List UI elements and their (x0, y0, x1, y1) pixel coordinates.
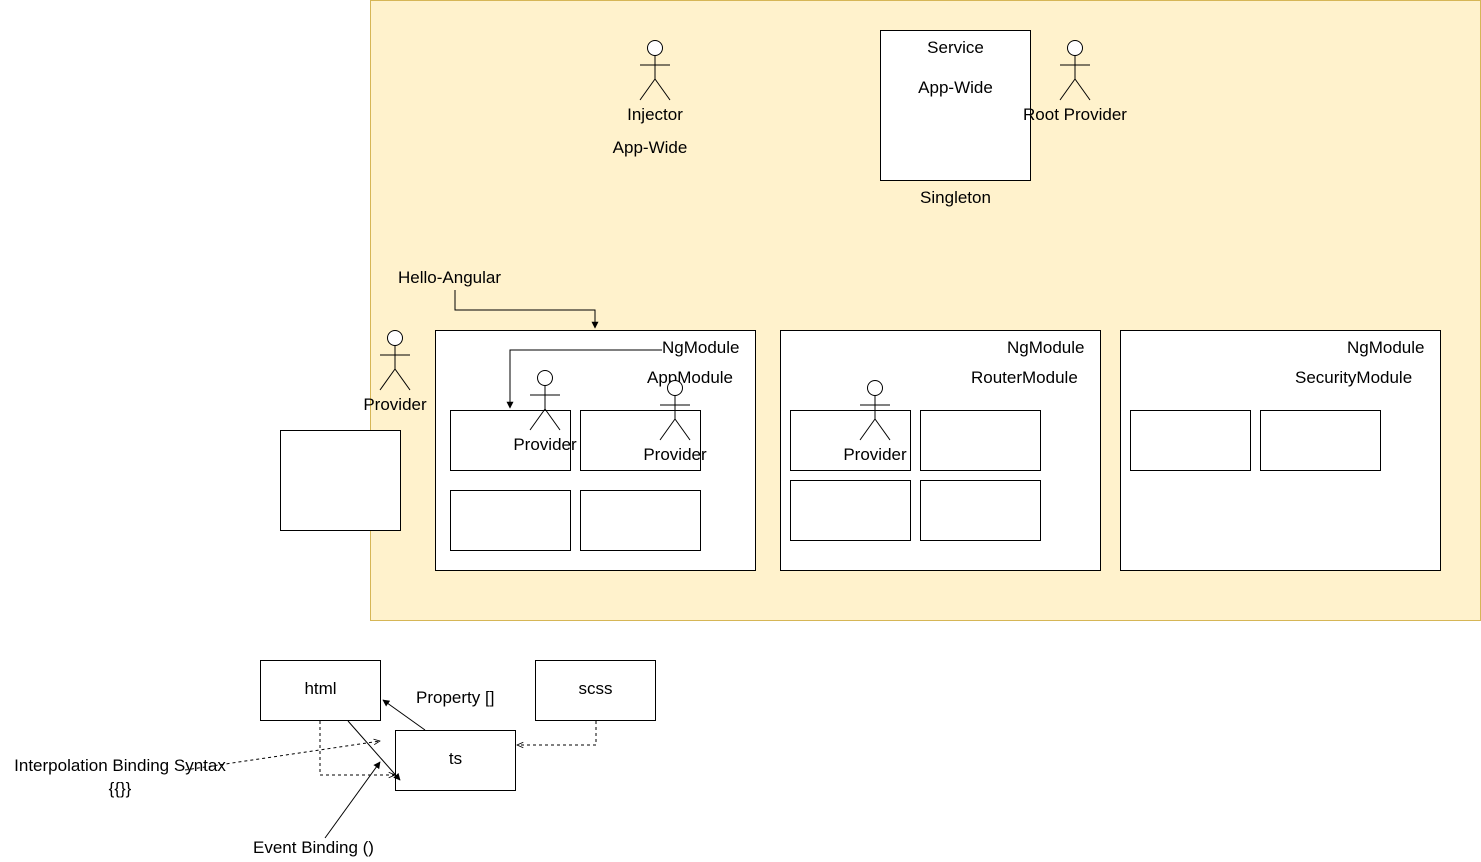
hello-angular-connector (454, 290, 599, 329)
security-module-kind-label: NgModule (1347, 338, 1425, 357)
outer-provider-actor-icon (379, 330, 411, 391)
event-binding-label: Event Binding () (253, 838, 374, 857)
singleton-label: Singleton (920, 188, 991, 207)
app-module-provider-a-label: Provider (513, 435, 577, 454)
app-module-component-4 (580, 490, 701, 551)
html-box (260, 660, 381, 721)
interpolation-syntax-label: {{}} (108, 779, 132, 798)
app-module-kind-label: NgModule (662, 338, 740, 357)
interpolation-label: Interpolation Binding Syntax (14, 756, 226, 775)
service-app-wide-label: App-Wide (918, 78, 993, 97)
html-to-ts-arrow (347, 720, 401, 781)
security-module-name-label: SecurityModule (1295, 368, 1413, 387)
app-provider-b-actor-icon (659, 380, 691, 441)
event-binding-arrow (324, 761, 381, 839)
property-binding-label: Property [] (416, 688, 495, 707)
scss-ts-dashed-connector (517, 721, 597, 745)
router-module-component-4 (920, 480, 1041, 541)
hello-angular-label: Hello-Angular (398, 268, 501, 287)
app-module-component-1 (450, 410, 571, 471)
security-module-component-2 (1260, 410, 1381, 471)
security-module-component-1 (1130, 410, 1251, 471)
app-module-component-3 (450, 490, 571, 551)
outer-blank-box (280, 430, 401, 531)
ts-box (395, 730, 516, 791)
ngmodule-to-component-connector (506, 349, 662, 409)
router-module-name-label: RouterModule (971, 368, 1078, 387)
root-provider-actor-icon (1059, 40, 1091, 101)
html-label: html (304, 679, 337, 698)
router-module-kind-label: NgModule (1007, 338, 1085, 357)
service-label: Service (927, 38, 984, 57)
router-module-provider-label: Provider (843, 445, 907, 464)
app-module-provider-b-label: Provider (643, 445, 707, 464)
scss-box (535, 660, 656, 721)
outer-provider-label: Provider (363, 395, 427, 414)
scss-label: scss (578, 679, 613, 698)
service-box (880, 30, 1031, 181)
router-module-component-3 (790, 480, 911, 541)
app-module-component-2 (580, 410, 701, 471)
app-wide-label: App-Wide (612, 138, 688, 157)
injector-actor-icon (639, 40, 671, 101)
router-provider-actor-icon (859, 380, 891, 441)
router-module-component-2 (920, 410, 1041, 471)
ts-label: ts (448, 749, 463, 768)
html-ts-dashed-connector (319, 721, 395, 775)
root-provider-label: Root Provider (1023, 105, 1127, 124)
router-module-component-1 (790, 410, 911, 471)
property-binding-arrow (382, 699, 426, 731)
injector-label: Injector (627, 105, 683, 124)
interpolation-connector (184, 741, 380, 771)
app-module-name-label: AppModule (647, 368, 734, 387)
app-provider-a-actor-icon (529, 370, 561, 431)
